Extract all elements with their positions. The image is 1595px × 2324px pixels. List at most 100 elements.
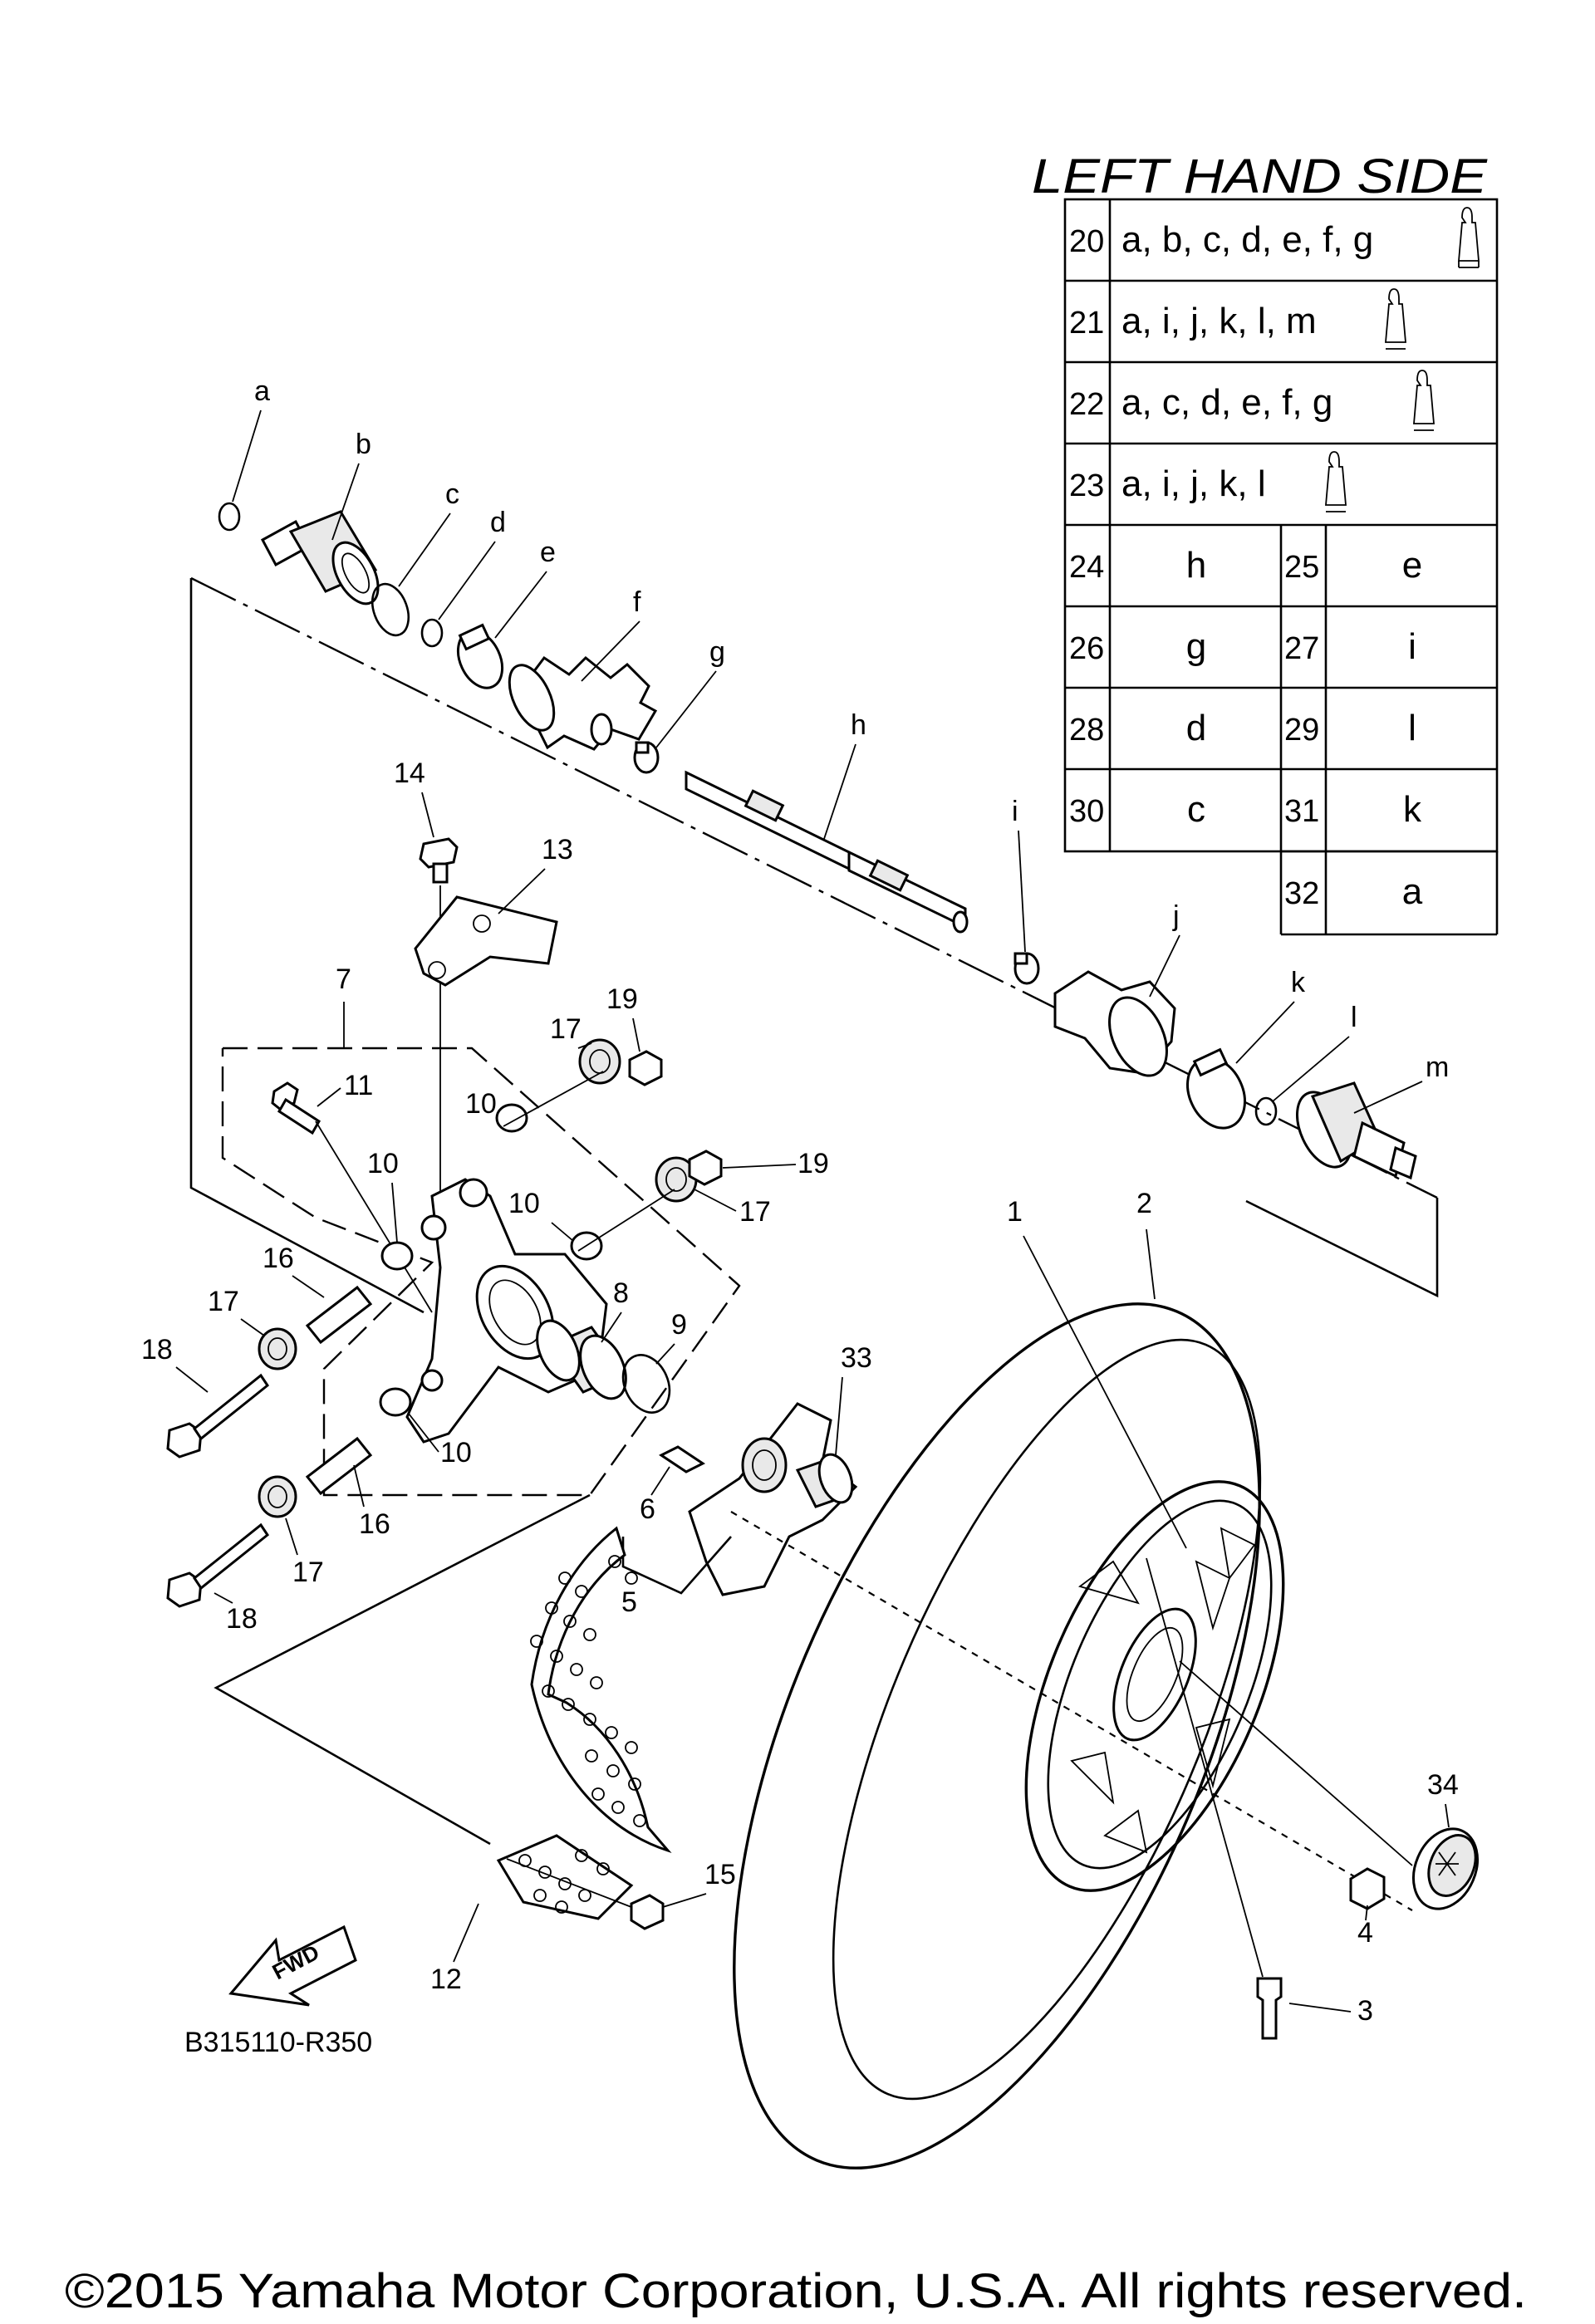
collar-33 [795, 1453, 854, 1508]
table-row-23-no: 23 [1069, 468, 1104, 503]
callout-g: g [709, 636, 725, 668]
tire-2 [733, 1302, 1262, 2170]
shaft-h [685, 770, 969, 934]
boot-band-g [633, 741, 660, 774]
diagram-code: B315110-R350 [184, 2027, 372, 2058]
callout-d: d [490, 507, 506, 538]
callout-34: 34 [1427, 1769, 1459, 1801]
table-title: LEFT HAND SIDE [1032, 150, 1489, 203]
circlip-d [420, 618, 444, 648]
callout-12: 12 [430, 1964, 462, 1995]
table-row-20-no: 20 [1069, 224, 1104, 259]
table-row-26-no: 26 [1069, 631, 1104, 666]
bolt-18 [166, 1373, 270, 1459]
grease-tube-icon [1413, 370, 1435, 431]
callout-10: 10 [440, 1437, 472, 1468]
callout-5: 5 [621, 1586, 637, 1618]
circlip-a [218, 502, 241, 532]
parts-table: LEFT HAND SIDE 20 a, b, c, d, e, f, g 21… [1032, 150, 1499, 936]
fwd-arrow-icon: FWD [228, 1924, 357, 2007]
bolt-14 [419, 837, 459, 884]
grease-tube-icon [1458, 207, 1480, 268]
table-row-25-no: 25 [1284, 550, 1319, 585]
callout-17: 17 [550, 1013, 582, 1045]
boot-j [1053, 970, 1176, 1077]
callout-l: l [1351, 1002, 1357, 1033]
rim-1 [1024, 1480, 1285, 1892]
hub-center [741, 1437, 788, 1493]
table-row-22-parts: a, c, d, e, f, g [1121, 382, 1332, 423]
callout-11: 11 [344, 1070, 373, 1101]
circlip-l [1254, 1096, 1278, 1126]
callout-18: 18 [226, 1603, 258, 1635]
center-cap-34 [1412, 1827, 1479, 1910]
table-row-21-parts: a, i, j, k, l, m [1121, 301, 1317, 341]
table-row-30-val: c [1187, 789, 1205, 830]
nut-19 [628, 1050, 663, 1086]
callout-16: 16 [263, 1243, 294, 1274]
table-row-27-no: 27 [1284, 631, 1319, 666]
table-row-32-val: a [1402, 871, 1423, 912]
table-row-29-val: l [1408, 708, 1416, 748]
callout-e: e [540, 537, 556, 568]
callout-17: 17 [739, 1196, 771, 1228]
hub-assembly: 33 6 5 [621, 1342, 1413, 1911]
table-row-31-val: k [1403, 789, 1422, 830]
table-row-32-no: 32 [1284, 876, 1319, 911]
table-row-24-val: h [1186, 545, 1206, 586]
knuckle [405, 1178, 608, 1444]
table-row-20-parts: a, b, c, d, e, f, g [1121, 219, 1373, 260]
boot-band-e [456, 623, 504, 689]
brake-disc-12 [496, 1526, 672, 1920]
callout-33: 33 [841, 1342, 872, 1374]
callout-2: 2 [1136, 1188, 1152, 1219]
callout-f: f [633, 586, 641, 618]
bearing-8 [536, 1319, 627, 1400]
valve-stem-3 [1256, 1977, 1283, 2040]
cv-joint-b [260, 510, 380, 606]
table-row-30-no: 30 [1069, 794, 1104, 829]
table-row-28-no: 28 [1069, 713, 1104, 748]
callout-19: 19 [798, 1148, 829, 1179]
callout-3: 3 [1357, 1995, 1373, 2027]
table-row-28-val: d [1186, 708, 1206, 748]
callout-18: 18 [141, 1334, 173, 1365]
bearing-17 [578, 1038, 621, 1085]
table-row-25-val: e [1402, 545, 1422, 586]
table-row-31-no: 31 [1284, 794, 1319, 829]
callout-8: 8 [613, 1277, 629, 1309]
copyright: ©2015 Yamaha Motor Corporation, U.S.A. A… [65, 2264, 1527, 2318]
boot-f [508, 655, 658, 751]
callout-16: 16 [359, 1508, 390, 1540]
callout-j: j [1172, 900, 1180, 932]
callout-a: a [254, 375, 270, 407]
callout-7: 7 [336, 963, 351, 995]
bolt-15 [630, 1894, 665, 1930]
o-ring-c [371, 582, 410, 637]
callout-6: 6 [640, 1493, 655, 1525]
sleeve-16 [305, 1436, 373, 1496]
callout-k: k [1291, 967, 1306, 998]
callout-m: m [1426, 1052, 1449, 1083]
boot-band-k [1186, 1047, 1246, 1130]
boot-band-i [1013, 952, 1040, 985]
bearing-17 [258, 1475, 297, 1518]
callout-i: i [1012, 796, 1018, 827]
bolt-18 [166, 1522, 270, 1608]
table-row-26-val: g [1186, 626, 1206, 667]
bushing-10 [495, 1103, 528, 1133]
bushing-10 [380, 1241, 414, 1271]
callout-10: 10 [465, 1088, 497, 1120]
callout-10: 10 [367, 1148, 399, 1179]
callout-c: c [445, 478, 459, 510]
grease-tube-icon [1385, 288, 1406, 350]
callout-19: 19 [606, 983, 638, 1015]
disc-holes [518, 1555, 646, 1914]
brake-disc-assembly: 15 12 [430, 1526, 736, 1995]
callout-4: 4 [1357, 1917, 1373, 1949]
callout-17: 17 [208, 1286, 239, 1317]
table-row-23-parts: a, i, j, k, l [1121, 463, 1266, 504]
sleeve-16 [305, 1285, 373, 1345]
callout-b: b [356, 429, 371, 460]
stud-6 [659, 1445, 705, 1473]
